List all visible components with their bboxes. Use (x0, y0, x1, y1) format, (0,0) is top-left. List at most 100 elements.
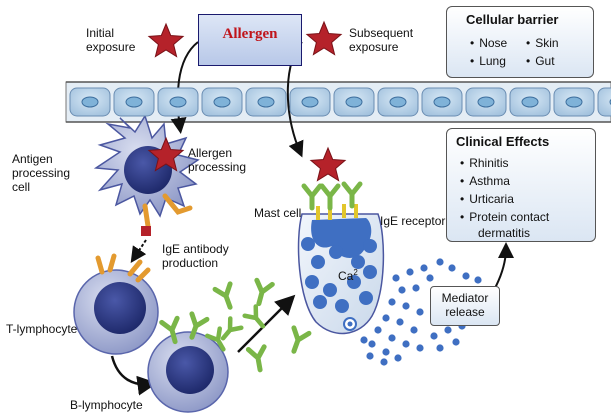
epithelial-cell (157, 87, 199, 117)
mediator-particle (388, 298, 396, 306)
ige-antibodies (159, 181, 363, 373)
mediator-particle (402, 302, 410, 310)
epithelial-cell (201, 87, 243, 117)
mediator-particle (406, 268, 414, 276)
epithelial-cell (289, 87, 331, 117)
granule (363, 239, 377, 253)
ige-antibody-icon (212, 281, 233, 310)
barrier-item-skin: Skin (526, 36, 558, 50)
mediator-particle (462, 272, 470, 280)
allergen-star-icon (147, 136, 185, 172)
mediator-particle (396, 318, 404, 326)
effect-item-asthma: Asthma (460, 174, 510, 188)
t-lymphocyte-label: T-lymphocyte (6, 322, 78, 336)
apc-line-2: processing (12, 166, 71, 180)
subsequent-exposure-line-1: Subsequent (349, 26, 414, 40)
allergen-star-icon (309, 146, 347, 182)
ige-antibody-icon (189, 311, 210, 340)
mediator-particle (382, 314, 390, 322)
calcium-text: Ca (338, 269, 354, 283)
mediator-particle (366, 352, 374, 360)
b-lymphocyte-cell (147, 331, 229, 413)
initial-exposure-arrow (170, 41, 199, 134)
epithelial-cell (69, 87, 111, 117)
mediator-particle (392, 274, 400, 282)
barrier-item-gut: Gut (526, 54, 554, 68)
mast-cell-label: Mast cell (254, 206, 302, 220)
ige-antibody-icon (159, 315, 180, 345)
initial-exposure-line-1: Initial (86, 26, 115, 40)
ige-production-line-1: IgE antibody (162, 242, 229, 256)
allergen-stars (147, 20, 347, 182)
ige-production-arrow (130, 239, 147, 263)
mediator-particle (444, 326, 452, 334)
mediator-particle (398, 286, 406, 294)
epithelial-cell (377, 87, 419, 117)
mediator-release-line-1: Mediator (441, 291, 489, 305)
effect-item-urticaria: Urticaria (460, 192, 514, 206)
mediator-to-effects-arrow (493, 242, 514, 291)
epithelial-cell (421, 87, 463, 117)
mediator-particle (420, 264, 428, 272)
allergen-star-icon (147, 22, 185, 58)
initial-exposure-label: Initial exposure (86, 26, 135, 54)
allergen-processing-line-2: processing (188, 160, 247, 174)
epithelial-cell (113, 87, 155, 117)
mediator-particle (474, 276, 482, 284)
mediator-particle (430, 332, 438, 340)
effect-item-protein-contact: Protein contact (460, 210, 549, 224)
calcium-superscript: 2 (353, 268, 358, 277)
epithelial-cell (509, 87, 551, 117)
mediator-release-box (430, 286, 500, 326)
ige-antibody-icon (291, 325, 312, 354)
b-lymphocyte-label: B-lymphocyte (70, 398, 143, 412)
epithelial-cells (69, 87, 611, 117)
barrier-item-lung: Lung (470, 54, 506, 68)
cellular-barrier-title: Cellular barrier (466, 12, 559, 27)
allergen-label: Allergen (222, 26, 278, 42)
granule (351, 255, 365, 269)
effect-item-rhinitis: Rhinitis (460, 156, 508, 170)
epithelial-cell (553, 87, 595, 117)
ige-antibody-icon (301, 183, 323, 211)
mediator-particle (410, 326, 418, 334)
ige-antibody-icon (254, 277, 275, 307)
ige-antibody-production-label: IgE antibody production (162, 242, 229, 270)
ige-production-line-2: production (162, 256, 219, 270)
apc-line-3: cell (12, 180, 31, 194)
barrier-item-nose: Nose (470, 36, 507, 50)
granule (359, 291, 373, 305)
epithelial-cell (597, 87, 611, 117)
allergen-processing-label: Allergen processing (188, 146, 246, 174)
subsequent-exposure-label: Subsequent exposure (349, 26, 413, 54)
granule (301, 237, 315, 251)
ige-antibody-icon (319, 183, 341, 211)
granule (313, 295, 327, 309)
mediator-particle (360, 336, 368, 344)
mast-cell-granules (301, 237, 377, 313)
epithelial-cell (333, 87, 375, 117)
antigen-processing-cell-label: Antigen processing cell (12, 152, 70, 194)
subsequent-exposure-line-2: exposure (349, 40, 399, 54)
t-lymphocyte-cell (73, 253, 159, 355)
mediator-particle (382, 348, 390, 356)
mediator-particle (394, 354, 402, 362)
mediator-release-label: Mediator release (430, 291, 500, 319)
mediator-particle (380, 358, 388, 366)
allergen-processing-line-1: Allergen (188, 146, 233, 160)
mediator-particle (436, 344, 444, 352)
mediator-particle (416, 344, 424, 352)
t-to-b-arrow (110, 355, 158, 396)
mediator-particle (368, 340, 376, 348)
mediator-particle (448, 264, 456, 272)
mediator-particle (452, 338, 460, 346)
clinical-effects-title: Clinical Effects (456, 134, 550, 149)
granule (311, 255, 325, 269)
allergen-box (198, 14, 302, 66)
initial-exposure-line-2: exposure (86, 40, 136, 54)
ige-antibody-icon (245, 344, 267, 373)
mediator-particle (436, 258, 444, 266)
mediator-release-line-2: release (445, 305, 485, 319)
ige-antibody-icon (341, 181, 363, 209)
